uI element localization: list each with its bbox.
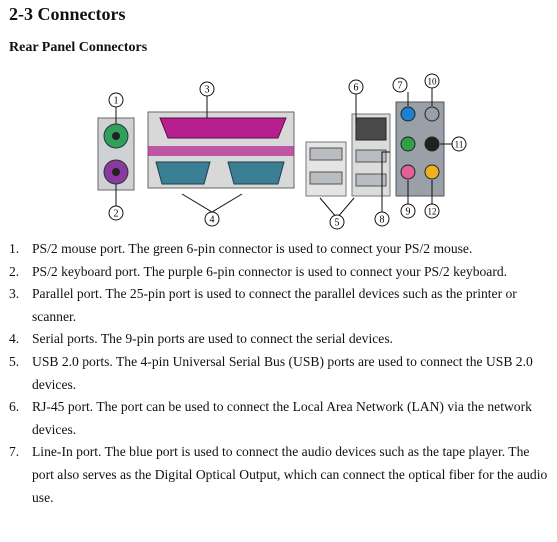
- center-subwoofer-jack: [424, 164, 440, 180]
- parallel-serial-block: [147, 111, 295, 189]
- list-item: 6. RJ-45 port. The port can be used to co…: [9, 396, 549, 441]
- list-item: 4. Serial ports. The 9-pin ports are used…: [9, 328, 549, 351]
- side-speaker-jack: [424, 106, 440, 122]
- list-item-text: Parallel port. The 25-pin port is used t…: [32, 286, 517, 324]
- list-item-number: 4.: [9, 331, 20, 347]
- list-item-text: USB 2.0 ports. The 4-pin Universal Seria…: [32, 353, 533, 392]
- callout-12: 12: [428, 207, 437, 217]
- line-out-jack: [400, 136, 416, 152]
- callout-3: 3: [205, 85, 210, 96]
- connector-list: 1. PS/2 mouse port. The green 6-pin conne…: [9, 238, 549, 509]
- usb-port: [355, 173, 387, 187]
- callouts: 1 2 3 4 5 6 7 8 9 10 11 12: [108, 73, 467, 230]
- list-item-number: 3.: [9, 286, 20, 302]
- list-item-number: 7.: [9, 444, 20, 460]
- callout-4: 4: [210, 215, 215, 226]
- serial-port-b: [227, 161, 285, 185]
- usb-port: [355, 149, 387, 163]
- lan-usb-stack: [351, 113, 391, 197]
- mic-in-jack: [400, 164, 416, 180]
- parallel-port: [159, 117, 287, 139]
- list-item: 3. Parallel port. The 25-pin port is used…: [9, 283, 549, 328]
- list-item: 2. PS/2 keyboard port. The purple 6-pin c…: [9, 261, 549, 284]
- callout-1: 1: [114, 96, 119, 107]
- list-item: 1. PS/2 mouse port. The green 6-pin conne…: [9, 238, 549, 261]
- list-item: 5. USB 2.0 ports. The 4-pin Universal Ser…: [9, 351, 549, 396]
- list-item-text: Serial ports. The 9-pin ports are used t…: [32, 331, 394, 347]
- list-item-number: 6.: [9, 399, 20, 415]
- list-item-number: 1.: [9, 241, 20, 256]
- list-item-text: Line-In port. The blue port is used to c…: [32, 444, 548, 505]
- list-item-text: RJ-45 port. The port can be used to conn…: [32, 399, 532, 437]
- callout-9: 9: [406, 207, 411, 218]
- list-item-number: 2.: [9, 263, 20, 279]
- callout-10: 10: [428, 77, 438, 87]
- callout-8: 8: [380, 215, 385, 226]
- section-title: 2-3 Connectors: [9, 4, 126, 24]
- audio-jack-stack: [395, 101, 445, 197]
- section-subtitle: Rear Panel Connectors: [9, 40, 148, 55]
- usb-port-stack: [305, 141, 347, 197]
- usb-port: [309, 147, 343, 161]
- callout-6: 6: [354, 83, 359, 94]
- callout-5: 5: [335, 218, 340, 229]
- callout-7: 7: [398, 81, 403, 92]
- list-item-number: 5.: [9, 353, 20, 369]
- list-item: 7. Line-In port. The blue port is used to…: [9, 441, 549, 509]
- list-item-text: PS/2 mouse port. The green 6-pin connect…: [32, 241, 473, 256]
- rear-speaker-jack: [424, 136, 440, 152]
- list-item-text: PS/2 keyboard port. The purple 6-pin con…: [32, 263, 508, 279]
- ps2-port-stack: [97, 117, 135, 191]
- callout-2: 2: [114, 209, 119, 220]
- serial-port-a: [155, 161, 211, 185]
- usb-port: [309, 171, 343, 185]
- rj45-port: [355, 117, 387, 141]
- callout-11: 11: [455, 140, 464, 150]
- line-in-jack: [400, 106, 416, 122]
- rear-panel-diagram: 1 2 3 4 5 6 7 8 9 10 11 12: [97, 73, 467, 230]
